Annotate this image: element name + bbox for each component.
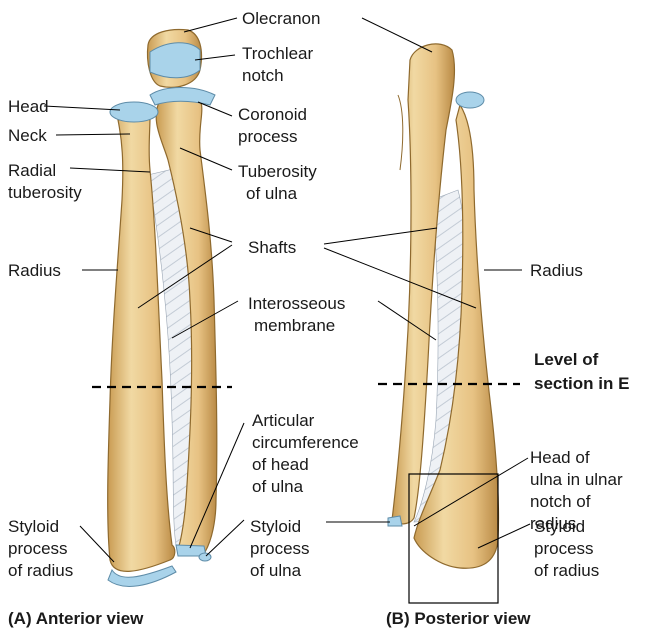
label-coronoid-2: process — [238, 127, 298, 146]
label-articular-1: Articular — [252, 411, 315, 430]
label-styloid-radius-right-3: of radius — [534, 561, 599, 580]
label-articular-2: circumference — [252, 433, 359, 452]
label-styloid-radius-right-2: process — [534, 539, 594, 558]
posterior-view — [388, 44, 499, 603]
label-articular-4: of ulna — [252, 477, 304, 496]
label-head-ulna-1: Head of — [530, 448, 590, 467]
label-coronoid-1: Coronoid — [238, 105, 307, 124]
label-olecranon: Olecranon — [242, 9, 320, 28]
label-styloid-radius-left-1: Styloid — [8, 517, 59, 536]
label-styloid-ulna-2: process — [250, 539, 310, 558]
labels: Olecranon Trochlear notch Head Neck Coro… — [8, 9, 629, 580]
styloid-ulna-tip-anterior — [199, 553, 211, 561]
label-head-ulna-2: ulna in ulnar — [530, 470, 623, 489]
caption-posterior: (B) Posterior view — [386, 609, 531, 628]
label-radius-left: Radius — [8, 261, 61, 280]
label-level-1: Level of — [534, 350, 599, 369]
label-radius-right: Radius — [530, 261, 583, 280]
label-head-ulna-3: notch of — [530, 492, 591, 511]
label-trochlear-2: notch — [242, 66, 284, 85]
label-tuberosity-ulna-1: Tuberosity — [238, 162, 317, 181]
label-shafts: Shafts — [248, 238, 296, 257]
label-styloid-ulna-3: of ulna — [250, 561, 302, 580]
radius-head-anterior — [110, 102, 158, 122]
label-radial-tuberosity-1: Radial — [8, 161, 56, 180]
label-tuberosity-ulna-2: of ulna — [246, 184, 298, 203]
label-styloid-ulna-1: Styloid — [250, 517, 301, 536]
label-head: Head — [8, 97, 49, 116]
label-articular-3: of head — [252, 455, 309, 474]
radius-head-posterior — [456, 92, 484, 108]
ulna-styloid-cartilage-posterior — [388, 516, 402, 526]
label-trochlear-1: Trochlear — [242, 44, 314, 63]
label-level-2: section in E — [534, 374, 629, 393]
anterior-view — [108, 30, 217, 587]
label-styloid-radius-left-2: process — [8, 539, 68, 558]
label-interosseous-2: membrane — [254, 316, 335, 335]
ulna-posterior-lateral-ridge — [398, 95, 403, 170]
trochlear-cartilage-anterior — [150, 43, 200, 78]
caption-anterior: (A) Anterior view — [8, 609, 144, 628]
label-styloid-radius-right-1: Styloid — [534, 517, 585, 536]
label-radial-tuberosity-2: tuberosity — [8, 183, 82, 202]
label-neck: Neck — [8, 126, 47, 145]
label-interosseous-1: Interosseous — [248, 294, 345, 313]
label-styloid-radius-left-3: of radius — [8, 561, 73, 580]
